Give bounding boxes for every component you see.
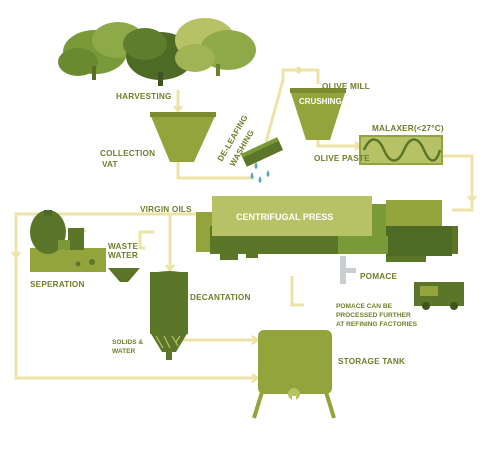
- label-waste: WASTE: [108, 242, 138, 251]
- label-malaxer: MALAXER(<27°C): [372, 124, 444, 133]
- label-water: WATER: [108, 251, 138, 260]
- collection-vat: [150, 112, 216, 162]
- label-storage-tank: STORAGE TANK: [338, 357, 405, 366]
- label-solids: SOLIDS &: [112, 339, 143, 346]
- label-virgin-oils: VIRGIN OILS: [140, 205, 192, 214]
- centrifugal-press: [196, 196, 458, 262]
- olive-trees: [58, 18, 256, 86]
- label-olive-mill: OLIVE MILL: [322, 82, 370, 91]
- pomace-outlet: [340, 256, 356, 284]
- olive-mill: [290, 88, 346, 140]
- label-collection: COLLECTION: [100, 149, 155, 158]
- label-crushing: CRUSHING: [299, 97, 342, 106]
- malaxer: [359, 135, 443, 165]
- label-olive-paste: OLIVE PASTE: [314, 154, 370, 163]
- decantation-tank: [150, 271, 188, 360]
- label-vat: VAT: [102, 160, 118, 169]
- deleafing-washer: [240, 137, 284, 183]
- storage-tank: [252, 330, 336, 419]
- label-pomace-note-2: PROCESSED FURTHER: [336, 312, 411, 319]
- label-harvesting: HARVESTING: [116, 92, 172, 101]
- label-pomace-note-1: POMACE CAN BE: [336, 303, 393, 310]
- waste-water-bowl: [108, 268, 140, 282]
- pomace-truck: [414, 282, 464, 310]
- label-decantation: DECANTATION: [190, 293, 251, 302]
- label-solids-water: WATER: [112, 348, 136, 355]
- separator: [30, 210, 106, 272]
- label-seperation: SEPERATION: [30, 280, 85, 289]
- label-pomace-note-3: AT REFINING FACTORIES: [336, 321, 418, 328]
- label-centrifugal-press: CENTRIFUGAL PRESS: [236, 212, 333, 222]
- label-pomace: POMACE: [360, 272, 397, 281]
